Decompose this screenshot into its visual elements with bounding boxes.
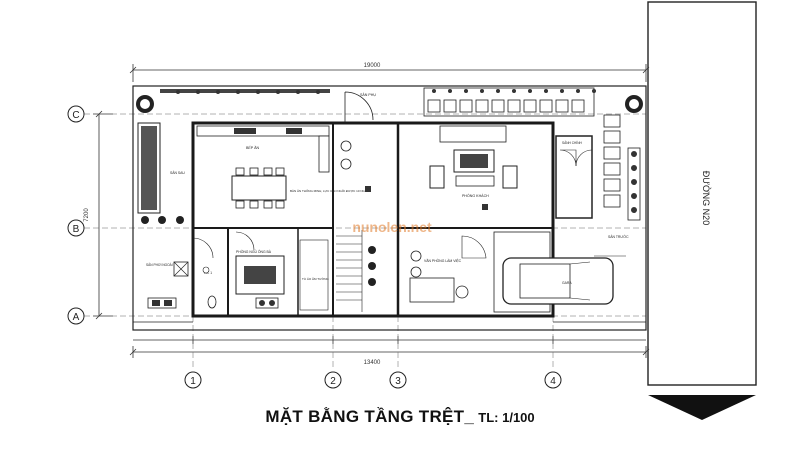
front-yard-label: SÂN TRƯỚC bbox=[608, 234, 629, 239]
dimension-left-label: 7200 bbox=[84, 208, 90, 222]
grid-bubble-col-3: 3 bbox=[389, 371, 407, 389]
drawing-title-block: MẶT BẰNG TẦNG TRỆT_ TL: 1/100 bbox=[0, 407, 800, 427]
svg-text:1: 1 bbox=[190, 376, 196, 387]
wash-yard-label: SÂN PHƠI NGOÀI TRỜI bbox=[146, 262, 181, 267]
grid-bubble-col-4: 4 bbox=[544, 371, 562, 389]
garden-back-label: SÂN PHỤ bbox=[360, 93, 376, 97]
yard-rear-label: SÂN SAU bbox=[170, 171, 185, 175]
rear-service: SÂN SAU SÂN PHƠI NGOÀI TRỜI WC 1 bbox=[146, 171, 217, 309]
svg-text:B: B bbox=[73, 224, 80, 235]
dimension-top-label: 19000 bbox=[364, 63, 381, 69]
grid-bubble-row-c: C bbox=[67, 105, 85, 123]
dimension-bottom bbox=[129, 336, 650, 358]
building-walls bbox=[191, 121, 555, 318]
garage: GARA SÂN TRƯỚC bbox=[493, 231, 629, 313]
bedroom-label: PHÒNG NGỦ ÔNG BÀ bbox=[236, 249, 272, 254]
road-block: ĐƯỜNG N20 bbox=[647, 1, 757, 386]
living-room: PHÒNG KHÁCH SẢNH CHÍNH bbox=[429, 125, 593, 219]
wardrobe-label: TỦ ÁO ÂM TƯỜNG bbox=[302, 276, 329, 281]
svg-text:2: 2 bbox=[330, 376, 336, 387]
bedroom: PHÒNG NGỦ ÔNG BÀ TỦ ÁO ÂM TƯỜNG bbox=[235, 231, 329, 311]
office-label: VĂN PHÒNG LÀM VIỆC bbox=[424, 258, 462, 263]
kitchen-label: BẾP ĂN bbox=[246, 145, 260, 150]
grid-bubble-row-b: B bbox=[67, 219, 85, 237]
office: VĂN PHÒNG LÀM VIỆC bbox=[409, 235, 487, 303]
kitchen: BẾP ĂN BÀN ĂN THÔNG MINH, LỰC CĂN NGỒI Đ… bbox=[196, 125, 371, 209]
entrance-arrow bbox=[648, 395, 756, 420]
dimension-left bbox=[93, 110, 113, 320]
wc-label: WC 1 bbox=[204, 271, 212, 275]
drawing-title: MẶT BẰNG TẦNG TRỆT bbox=[265, 407, 465, 426]
living-label: PHÒNG KHÁCH bbox=[462, 193, 489, 198]
grid-bubble-col-2: 2 bbox=[324, 371, 342, 389]
svg-text:4: 4 bbox=[550, 376, 556, 387]
svg-text:3: 3 bbox=[395, 376, 401, 387]
back-garden-plants bbox=[136, 89, 330, 224]
garage-label: GARA bbox=[562, 281, 572, 285]
grid-bubble-col-1: 1 bbox=[184, 371, 202, 389]
grid-bubble-row-a: A bbox=[67, 307, 85, 325]
front-planters bbox=[423, 87, 643, 221]
scale-label: TL: 1/100 bbox=[478, 410, 535, 425]
dining-label: BÀN ĂN THÔNG MINH, LỰC CĂN NGỒI ĐƯỢC 10 … bbox=[290, 188, 371, 193]
svg-text:C: C bbox=[72, 110, 79, 121]
grid-lines bbox=[84, 113, 646, 370]
svg-text:A: A bbox=[73, 312, 80, 323]
title-separator: _ bbox=[464, 407, 474, 426]
road-label: ĐƯỜNG N20 bbox=[701, 171, 711, 225]
dimension-top bbox=[129, 64, 650, 82]
center-hall: SÂN PHỤ bbox=[336, 91, 376, 312]
site-boundary bbox=[132, 85, 647, 331]
watermark-text: nunolen.net bbox=[352, 219, 432, 235]
altar-label: SẢNH CHÍNH bbox=[562, 140, 583, 145]
dimension-bottom-label: 13400 bbox=[364, 360, 381, 366]
